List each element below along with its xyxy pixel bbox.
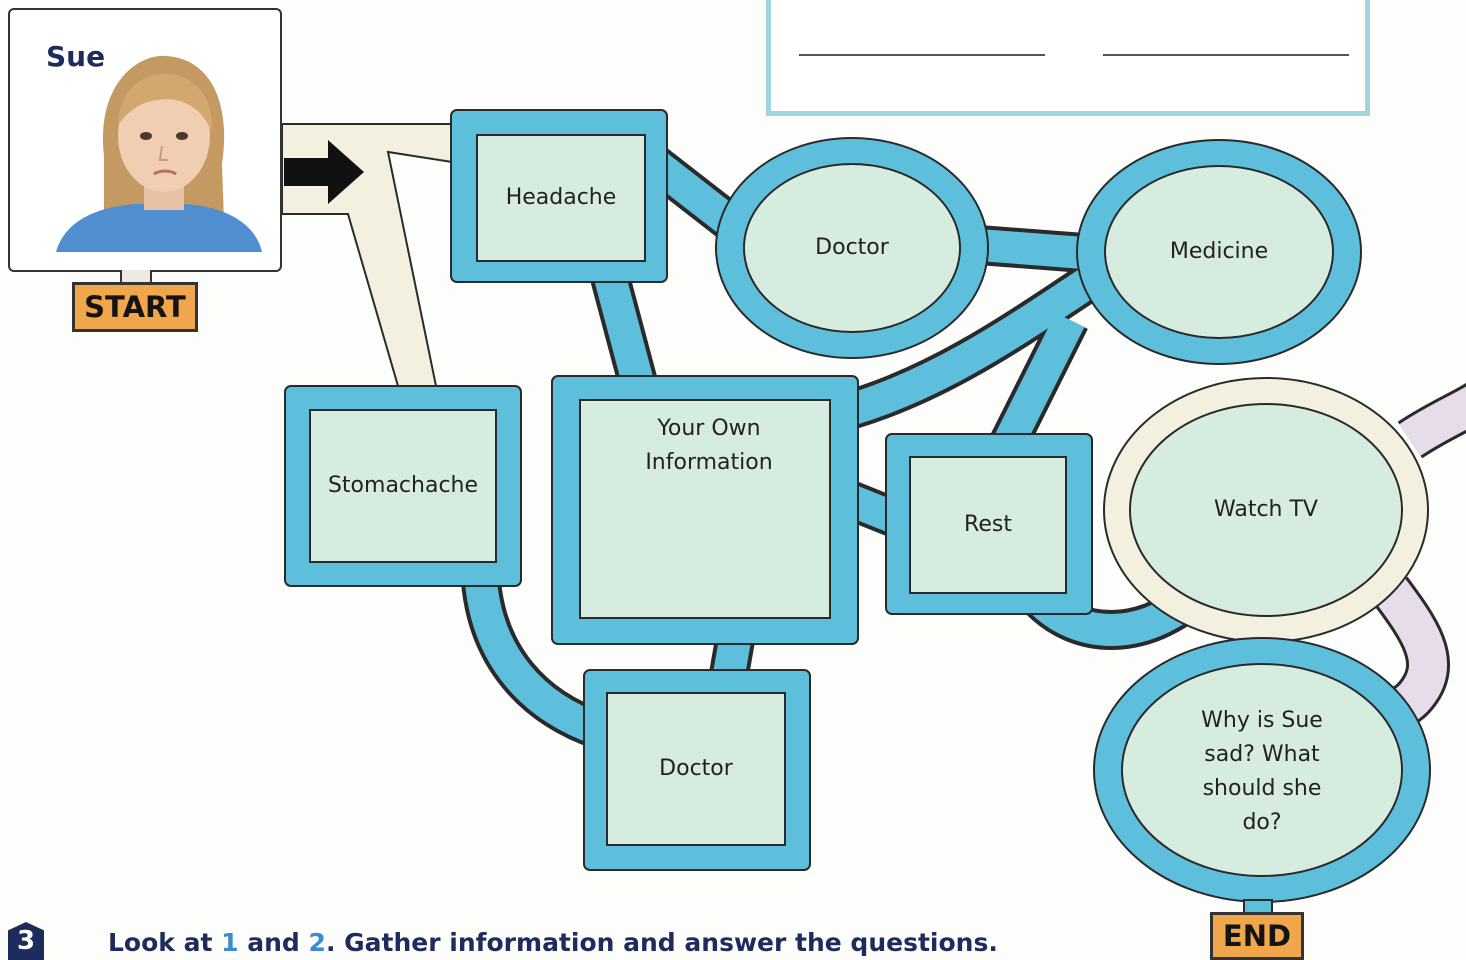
instruction-suffix: . Gather information and answer the ques… <box>325 928 998 957</box>
answer-line-1 <box>799 54 1045 56</box>
instruction-prefix: Look at <box>108 928 222 957</box>
instruction-ref-2: 2 <box>308 928 326 957</box>
end-tag: END <box>1210 912 1304 960</box>
node-rest-shape <box>885 433 1093 615</box>
character-card: Sue <box>8 8 282 272</box>
node-your-own-information-label: Your Own Information <box>645 416 773 475</box>
answer-box <box>766 0 1370 116</box>
node-your-own-information-shape <box>551 375 859 645</box>
answer-line-2 <box>1103 54 1349 56</box>
node-watch-tv-label: Watch TV <box>1214 497 1318 522</box>
exercise-number-badge: 3 <box>8 922 44 960</box>
character-name: Sue <box>46 40 106 73</box>
instruction-middle: and <box>238 928 309 957</box>
start-tag-connector <box>120 270 152 284</box>
node-doctor-square-label: Doctor <box>659 756 733 781</box>
node-medicine-label: Medicine <box>1169 239 1269 264</box>
node-doctor-square-shape <box>583 669 811 871</box>
node-rest-label: Rest <box>964 512 1012 537</box>
arrow-right-icon <box>284 140 364 204</box>
instruction-ref-1: 1 <box>221 928 239 957</box>
node-end-question-label: Why is Sue sad? What should she do? <box>1201 708 1323 835</box>
node-doctor-oval-shape <box>715 137 989 359</box>
exercise-instruction: Look at 1 and 2. Gather information and … <box>108 928 998 957</box>
node-headache-shape <box>450 109 668 283</box>
node-watch-tv-shape <box>1103 377 1429 643</box>
node-doctor-oval-label: Doctor <box>815 235 889 260</box>
character-photo <box>56 46 262 252</box>
node-stomachache-label: Stomachache <box>327 473 479 498</box>
node-medicine-shape <box>1076 139 1362 365</box>
node-headache-label: Headache <box>505 185 617 210</box>
start-tag: START <box>72 282 198 332</box>
node-stomachache-shape <box>284 385 522 587</box>
